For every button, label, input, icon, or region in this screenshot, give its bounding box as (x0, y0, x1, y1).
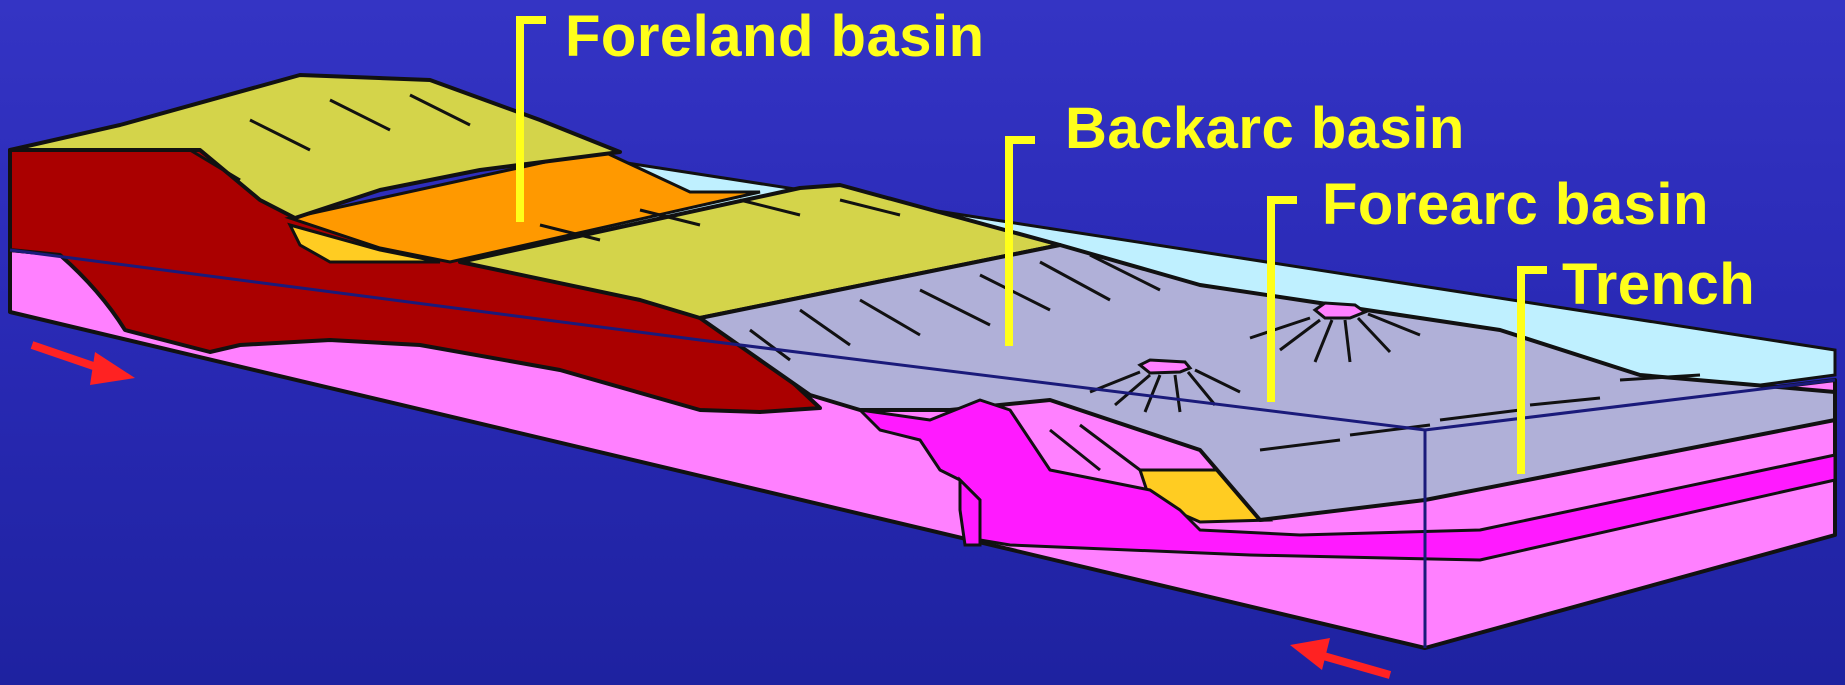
forearc-leader (1267, 196, 1297, 402)
volcano-left (1140, 360, 1190, 373)
backarc-leader (1005, 136, 1035, 346)
plate-motion-arrow-left (32, 345, 135, 385)
forearc-basin-label: Forearc basin (1322, 176, 1709, 234)
foreland-basin-label: Foreland basin (565, 8, 985, 66)
plate-motion-arrow-right (1290, 638, 1390, 675)
trench-leader (1517, 266, 1547, 474)
volcano-right (1315, 303, 1365, 318)
foreland-leader (516, 16, 546, 222)
trench-label: Trench (1562, 256, 1755, 314)
backarc-basin-label: Backarc basin (1065, 100, 1465, 158)
